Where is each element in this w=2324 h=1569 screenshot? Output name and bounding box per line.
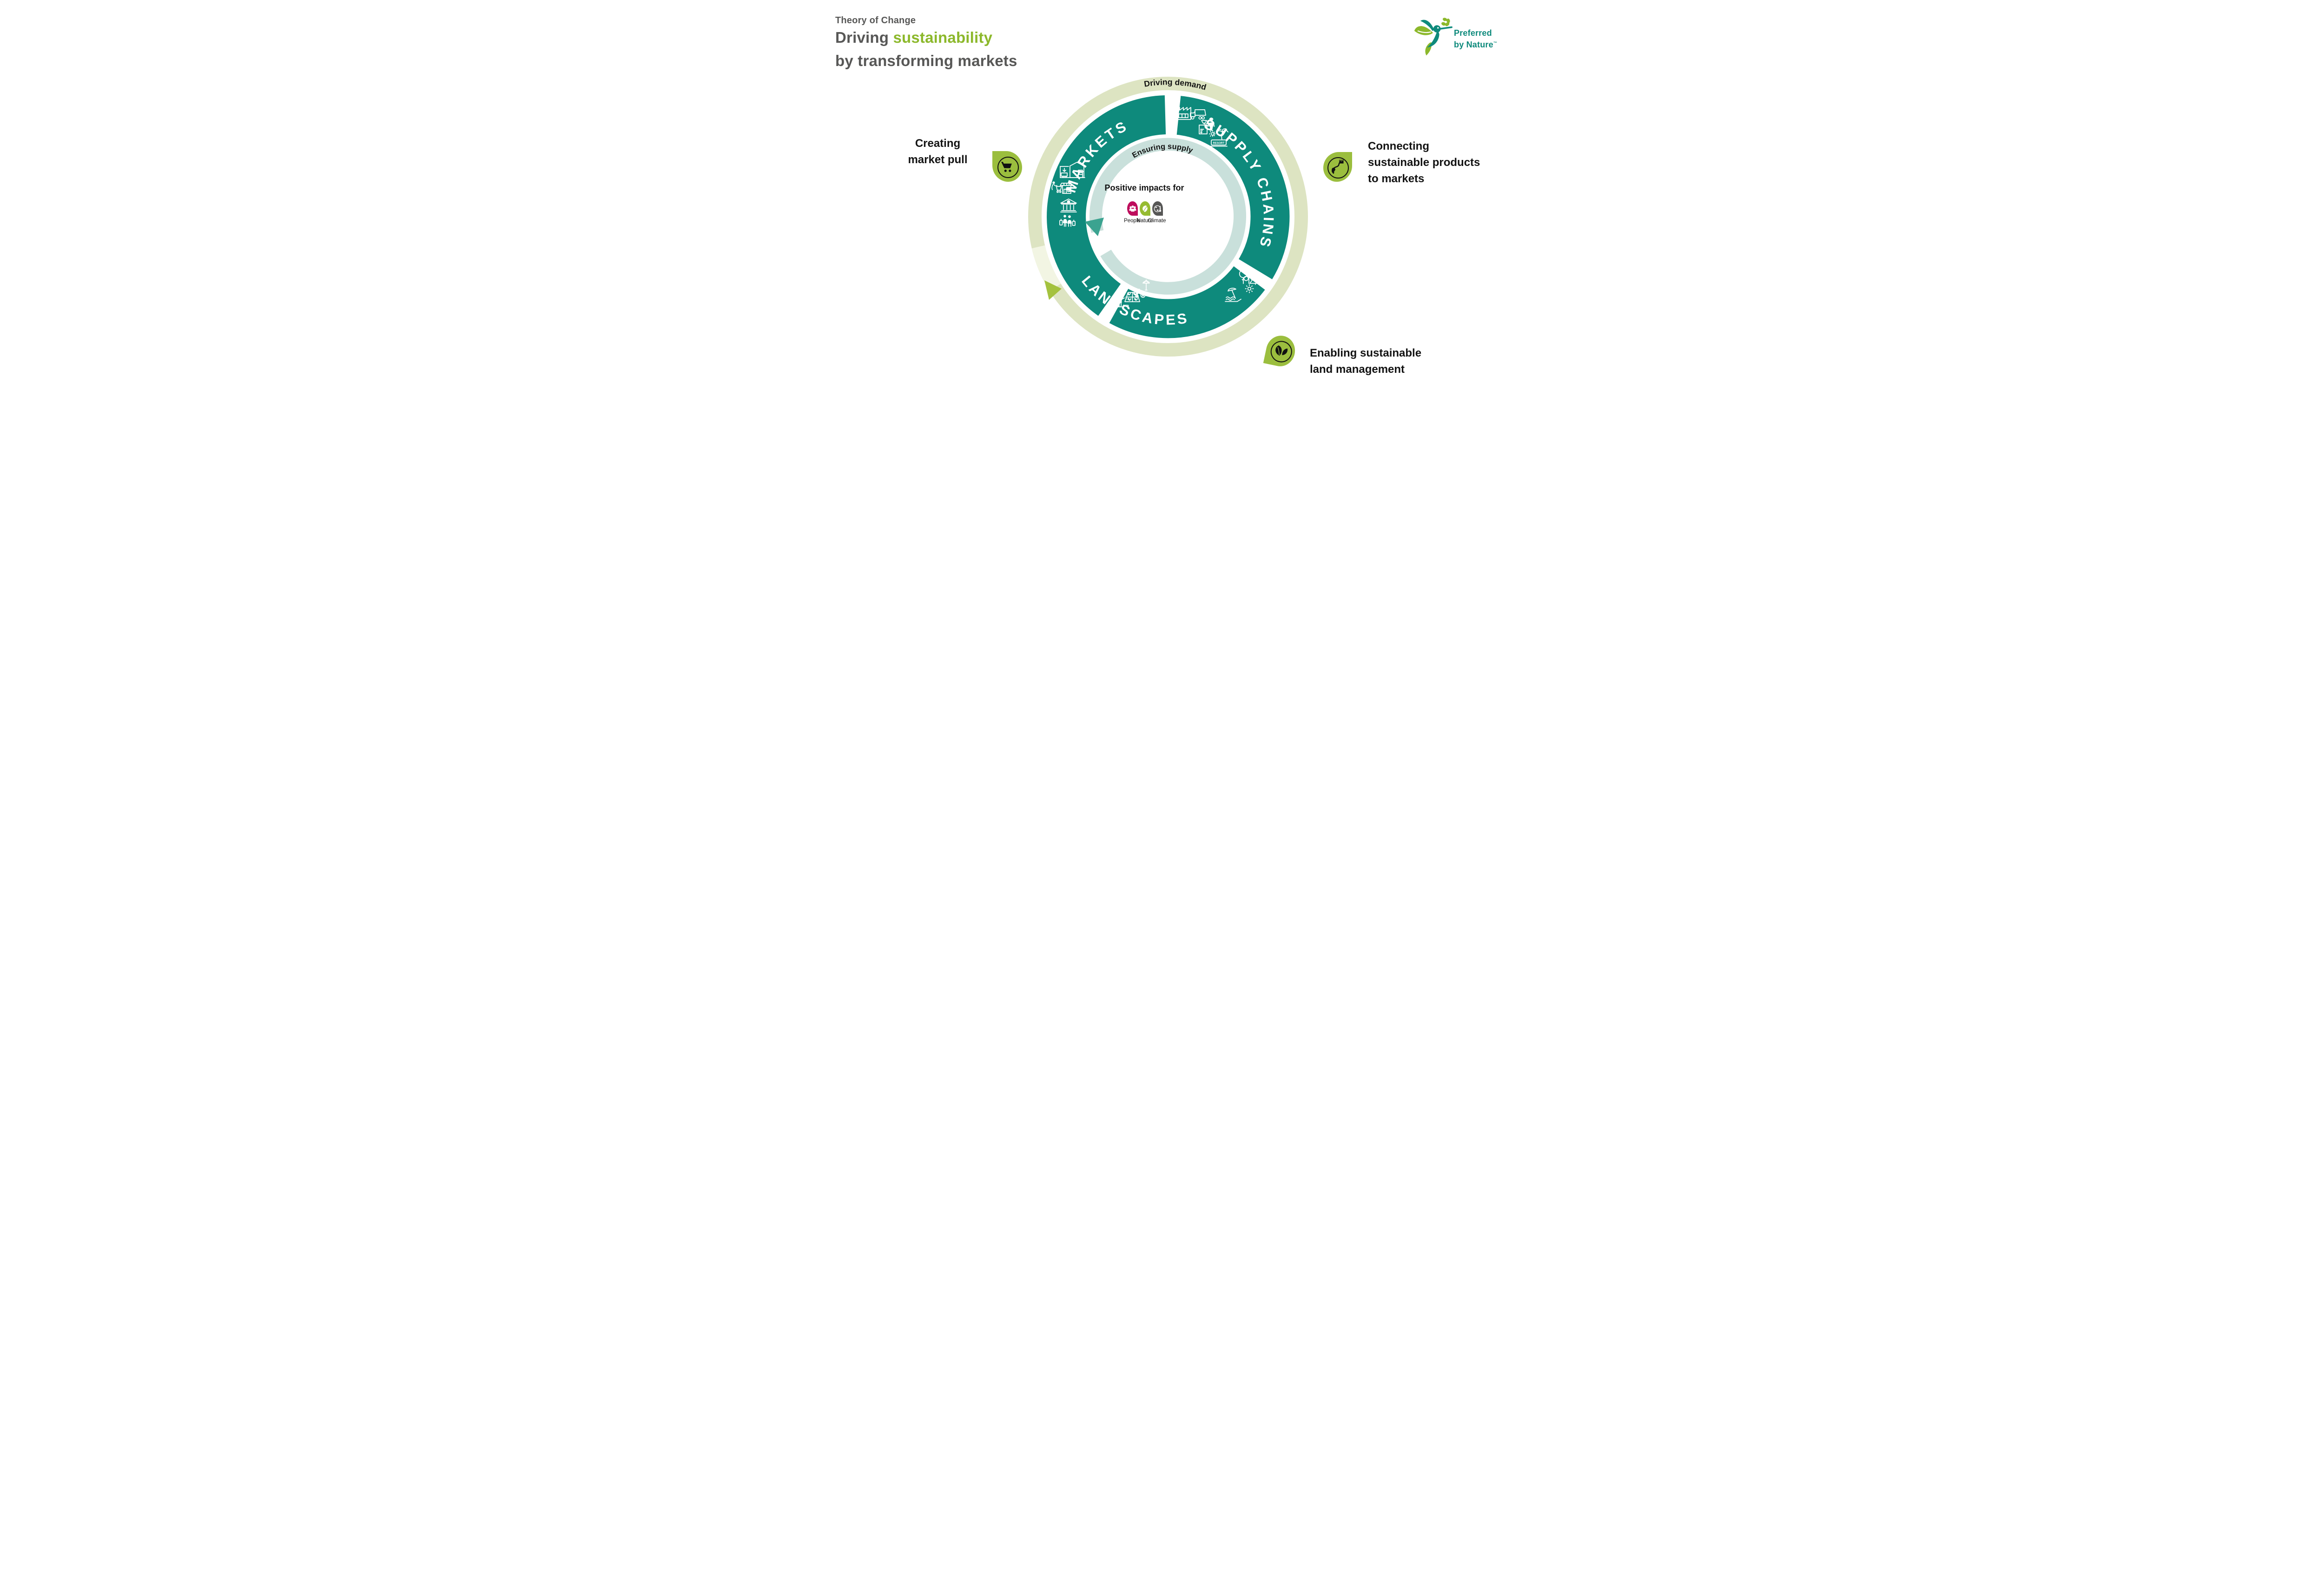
impact-label-climate: Climate: [1148, 218, 1166, 224]
callout-line: Creating: [915, 137, 961, 150]
inner-ring: [1089, 138, 1246, 295]
callout-land-management: Enabling sustainable land management: [1310, 345, 1468, 377]
parasol-icon: [1142, 279, 1150, 291]
callout-line: market pull: [908, 153, 968, 166]
trademark-symbol: ™: [1493, 41, 1498, 45]
warehouse-icon: [1060, 162, 1085, 178]
outer-ring-pale-wedge: [1031, 245, 1061, 291]
resort-sign-label: RESORT: [1213, 142, 1224, 145]
shopper-cart-icon: [1051, 181, 1073, 194]
factory-icon: [1173, 105, 1191, 120]
callout-line: Enabling sustainable: [1310, 347, 1422, 359]
nature-chip: [1140, 201, 1150, 216]
farmer-sowing-icon: [1116, 294, 1129, 307]
theory-of-change-diagram: Driving demand Ensuring supply MARKETS S…: [1028, 77, 1308, 357]
callout-line: Connecting: [1368, 140, 1429, 152]
people-icon: [1129, 205, 1136, 212]
flower-icon: [1441, 18, 1450, 26]
callout-market-pull: Creating market pull: [888, 135, 988, 168]
logo-line1: Preferred: [1454, 28, 1492, 38]
header: Theory of Change Driving sustainability …: [835, 15, 1017, 73]
title-leading: Driving: [835, 29, 893, 46]
callout-line: land management: [1310, 363, 1405, 376]
logo-line2: by Nature: [1454, 40, 1493, 49]
impact-label-nature: Nature: [1136, 218, 1153, 224]
outer-ring-arrowhead-icon: [1044, 280, 1062, 300]
connecting-products-droplet: [1323, 152, 1352, 182]
segment-supply-chains: [1176, 96, 1290, 279]
infographic-page: Theory of Change Driving sustainability …: [813, 0, 1511, 392]
eyebrow-title: Theory of Change: [835, 15, 916, 26]
logo-wordmark: Preferred by Nature™: [1454, 28, 1497, 50]
truck-icon: [1190, 109, 1206, 120]
tractor-icon: [1135, 289, 1146, 298]
travellers-icon: [1059, 215, 1076, 227]
leaf-icon: [1142, 205, 1148, 212]
worker-icon: [1208, 117, 1215, 131]
page-title-line2: by transforming markets: [835, 52, 1017, 69]
globe-thermometer-icon: [1154, 205, 1161, 212]
hummingbird-icon: [1414, 18, 1452, 56]
resort-icon: RESORT: [1209, 128, 1228, 147]
market-pull-droplet: [992, 151, 1022, 182]
leaves-icon: [1275, 345, 1288, 356]
preferred-by-nature-logo: Preferred by Nature™: [1413, 13, 1511, 64]
inner-ring-arrowhead-icon: [1085, 218, 1104, 236]
impact-label-people: People: [1124, 218, 1141, 224]
outer-ring: [1028, 77, 1308, 357]
center-heading: Positive impacts for: [1104, 183, 1184, 192]
beach-icon: [1225, 288, 1241, 302]
forest-icon: [1239, 268, 1261, 285]
climate-chip: [1152, 201, 1163, 216]
sun-icon: [1245, 284, 1254, 293]
page-title-line1: Driving sustainability: [835, 26, 1017, 49]
callout-line: sustainable products: [1368, 156, 1480, 169]
route-icon: [1332, 159, 1344, 174]
people-chip: [1127, 201, 1138, 216]
segment-landscapes: [1109, 266, 1265, 338]
icon-ring: [997, 157, 1019, 178]
processing-machine-icon: [1199, 120, 1208, 134]
title-highlight: sustainability: [893, 29, 993, 46]
land-management-droplet: [1263, 333, 1298, 369]
icon-ring: [1327, 157, 1349, 179]
bank-icon: [1060, 199, 1077, 212]
shopping-cart-icon: [1001, 162, 1012, 172]
callout-connecting-products: Connecting sustainable products to marke…: [1368, 138, 1511, 187]
callout-line: to markets: [1368, 172, 1425, 185]
